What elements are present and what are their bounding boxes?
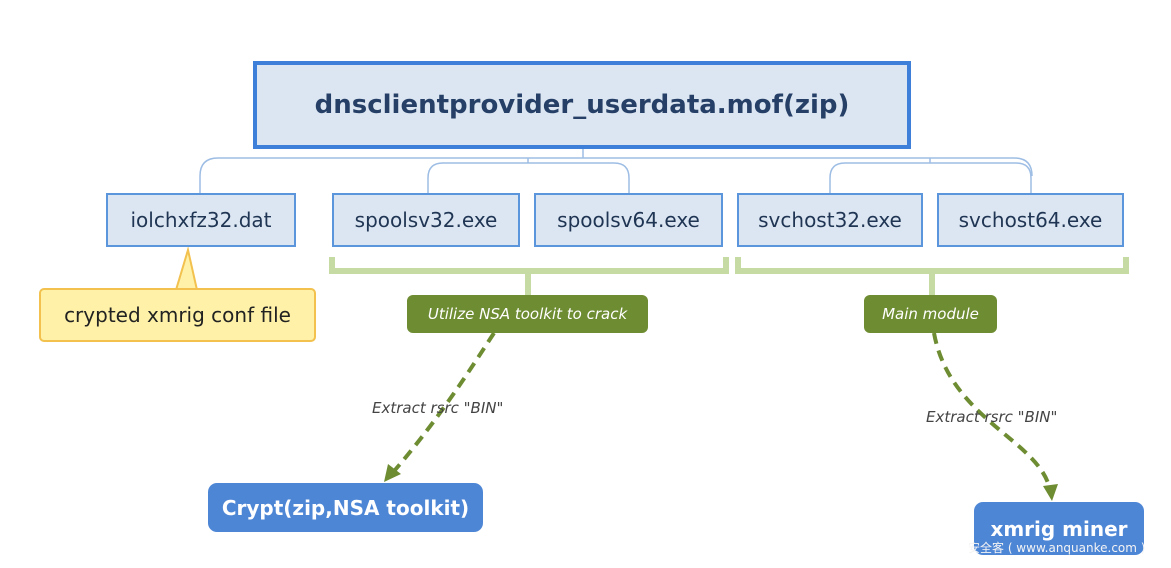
callout-pointer bbox=[175, 246, 198, 291]
file-node-spoolsv64: spoolsv64.exe bbox=[534, 193, 723, 247]
file-node-svchost64: svchost64.exe bbox=[937, 193, 1124, 247]
edge-label-extract-bin-1: Extract rsrc "BIN" bbox=[372, 399, 504, 417]
file-node-svchost32: svchost32.exe bbox=[737, 193, 923, 247]
output-node-xmrig-miner: xmrig miner bbox=[974, 502, 1144, 555]
arrow-path-crypt bbox=[393, 331, 496, 472]
edge-label-extract-bin-2: Extract rsrc "BIN" bbox=[926, 408, 1058, 426]
file-node-spoolsv32: spoolsv32.exe bbox=[332, 193, 520, 247]
arrow-path-xmrig bbox=[932, 332, 1052, 491]
output-node-crypt: Crypt(zip,NSA toolkit) bbox=[208, 483, 483, 532]
connector-svchost-group bbox=[829, 162, 1032, 193]
connector-spool-group bbox=[427, 162, 630, 193]
root-file-node: dnsclientprovider_userdata.mof(zip) bbox=[253, 61, 911, 149]
bracket-spoolsv bbox=[329, 257, 729, 274]
arrowhead-xmrig bbox=[1043, 484, 1058, 501]
tree-connectors bbox=[199, 149, 1033, 193]
callout-crypted-conf: crypted xmrig conf file bbox=[39, 288, 316, 342]
watermark-text: 安全客 ( www.anquanke.com ) bbox=[968, 541, 1146, 555]
group-brackets bbox=[329, 257, 1129, 295]
arrowhead-crypt bbox=[384, 464, 401, 482]
dashed-arrows bbox=[393, 331, 1052, 491]
connector-horizontal bbox=[199, 157, 1033, 177]
group-label-main-module: Main module bbox=[864, 295, 997, 333]
bracket-svchost bbox=[735, 257, 1129, 274]
file-node-iolchxfz32: iolchxfz32.dat bbox=[106, 193, 296, 247]
group-label-nsa-toolkit: Utilize NSA toolkit to crack bbox=[407, 295, 648, 333]
